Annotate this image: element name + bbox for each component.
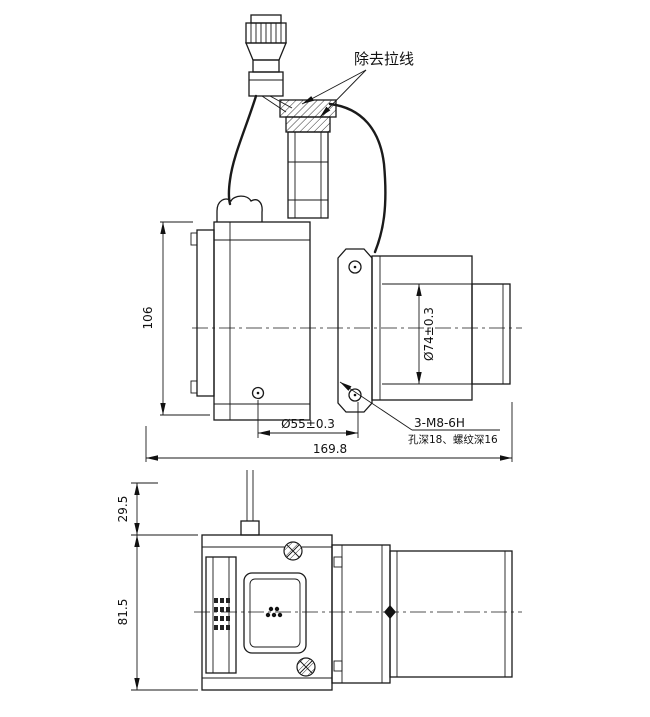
- cover-plate: [243, 572, 307, 654]
- plan-view: 29.5 81.5: [116, 470, 522, 691]
- thread-depth-label: 孔深18、螺纹深16: [408, 433, 498, 446]
- dim-81-5: 81.5: [116, 535, 198, 691]
- dim-d74: Ø74±0.3: [416, 284, 436, 384]
- dim-169-8: 169.8: [145, 402, 513, 462]
- screw-top: [283, 541, 303, 561]
- dim-29-5-label: 29.5: [116, 496, 130, 523]
- left-cable: [227, 94, 258, 206]
- plan-wires: [240, 470, 260, 536]
- dim-d55: Ø55±0.3: [257, 400, 359, 438]
- thread-spec-label: 3-M8-6H: [414, 416, 465, 430]
- side-view: 除去拉线 106 Ø74±0.3 Ø55±0.3 169.8: [141, 14, 522, 462]
- dim-d74-label: Ø74±0.3: [422, 307, 436, 361]
- motor-flange: [337, 248, 373, 413]
- dim-106: 106: [141, 221, 210, 416]
- dim-106-label: 106: [141, 307, 155, 330]
- dim-169-8-label: 169.8: [313, 442, 347, 456]
- screw-bottom: [296, 657, 316, 677]
- dim-d55-label: Ø55±0.3: [281, 417, 335, 431]
- remove-wire-callout: 除去拉线: [301, 50, 414, 118]
- center-port: [265, 606, 283, 618]
- dim-29-5: 29.5: [116, 482, 198, 536]
- plan-motor: [389, 550, 513, 678]
- connector-plug: [245, 14, 287, 97]
- contact-grid: [214, 598, 230, 630]
- gearbox-housing: [190, 221, 311, 421]
- right-cable: [328, 102, 387, 254]
- valve-cylinder: [287, 131, 329, 219]
- remove-wire-label: 除去拉线: [354, 50, 414, 68]
- thread-callout: 3-M8-6H 孔深18、螺纹深16: [339, 381, 500, 446]
- plan-flange: [331, 544, 391, 684]
- cable-boot: [216, 195, 263, 222]
- flange-bolt-hole-top: [348, 260, 362, 274]
- flange-bolt-hole-bottom: [348, 388, 362, 402]
- housing-bolt-hole: [251, 386, 265, 400]
- cable-gland-fitting: [279, 99, 337, 133]
- dim-81-5-label: 81.5: [116, 599, 130, 626]
